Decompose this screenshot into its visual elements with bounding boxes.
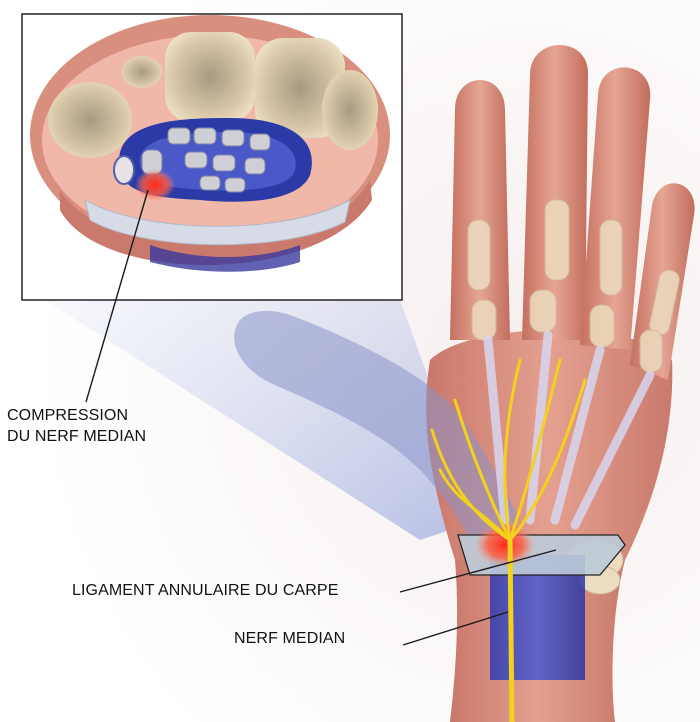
carpal-bone-2 xyxy=(122,56,162,88)
tendon-section xyxy=(222,130,244,146)
tendon-section xyxy=(213,155,235,171)
tendon-section xyxy=(245,158,265,174)
cross-section-callout xyxy=(22,14,402,300)
flexor-tendon xyxy=(114,156,134,184)
index-knuckle xyxy=(472,300,496,340)
ring-knuckle xyxy=(590,305,614,347)
tendon-section xyxy=(194,128,216,144)
carpal-bone-5 xyxy=(322,70,378,150)
ligament-label: LIGAMENT ANNULAIRE DU CARPE xyxy=(72,580,338,601)
median-nerve-label: NERF MEDIAN xyxy=(234,628,345,649)
tendon-section xyxy=(168,128,190,144)
tendon-section xyxy=(185,152,207,168)
carpal-bone-3 xyxy=(165,32,255,122)
tendon-section xyxy=(200,176,220,190)
carpal-bone-1 xyxy=(48,82,132,158)
median-nerve-compression xyxy=(135,169,175,201)
median-nerve xyxy=(510,540,512,722)
compression-label-line1: COMPRESSION xyxy=(7,405,146,426)
ring-phalanx xyxy=(600,220,622,295)
tendon-section xyxy=(225,178,245,192)
tendon-section xyxy=(250,134,270,150)
little-knuckle xyxy=(640,330,662,372)
compression-label: COMPRESSION DU NERF MEDIAN xyxy=(7,405,146,447)
middle-knuckle xyxy=(530,290,556,332)
index-phalanx xyxy=(468,220,490,290)
middle-phalanx xyxy=(545,200,569,280)
compression-label-line2: DU NERF MEDIAN xyxy=(7,426,146,447)
